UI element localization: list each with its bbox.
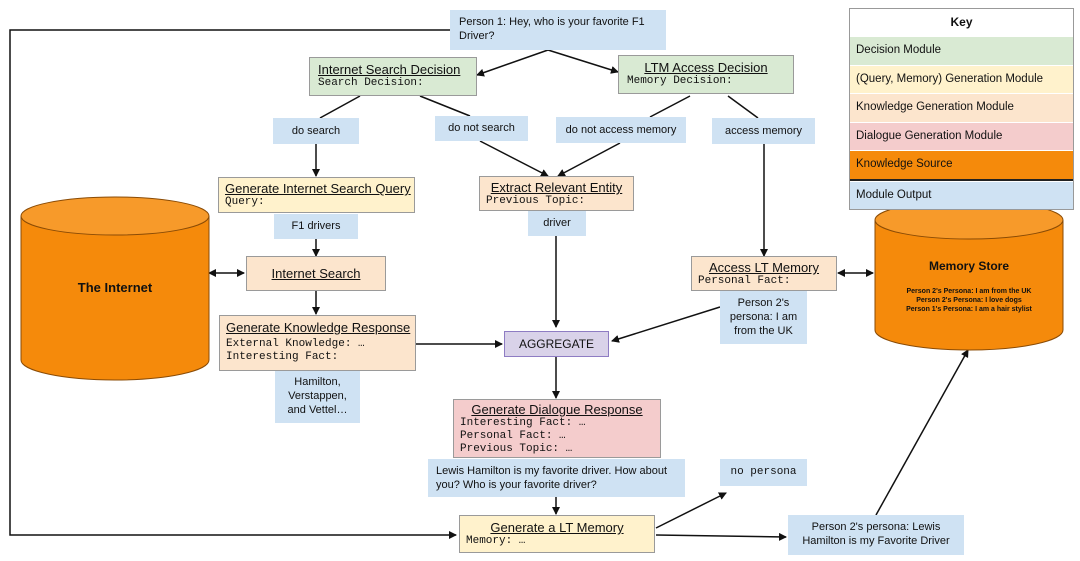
line-ltm-to-access: [727, 95, 759, 119]
new-memory-output: Person 2's persona: Lewis Hamilton is my…: [788, 515, 964, 555]
legend-item-knowledge-generation: Knowledge Generation Module: [850, 93, 1073, 122]
generate-dialogue-module: Generate Dialogue Response Interesting F…: [453, 399, 661, 458]
memory-entry: Person 2's Persona: I am from the UK: [906, 288, 1032, 295]
legend-title: Key: [950, 15, 973, 29]
line-ltm-to-do-not-access: [649, 95, 691, 118]
line-search-to-do-search: [319, 95, 361, 119]
legend-item-knowledge-source: Knowledge Source: [850, 150, 1073, 181]
module-title: Internet Search: [271, 266, 361, 281]
module-field: Memory Decision:: [627, 75, 733, 87]
arrow-input-to-ltm-decision: [547, 49, 619, 74]
arrow-persona-to-aggregate: [611, 306, 721, 343]
module-title: Generate Knowledge Response: [226, 320, 411, 335]
legend-item-dialogue-generation: Dialogue Generation Module: [850, 121, 1073, 150]
module-field: Personal Fact:: [698, 275, 791, 287]
module-field: Interesting Fact: …: [460, 417, 586, 429]
memory-entry: Person 1's Persona: I am a hair stylist: [906, 306, 1032, 313]
internet-search-module: Internet Search: [246, 256, 386, 291]
legend-item-decision: Decision Module: [850, 36, 1073, 65]
arrow-new-memory-to-store: [875, 349, 969, 516]
generate-knowledge-module: Generate Knowledge Response External Kno…: [219, 315, 416, 371]
module-field: Previous Topic:: [486, 195, 586, 207]
generate-search-query-module: Generate Internet Search Query Query:: [218, 177, 415, 213]
extract-entity-module: Extract Relevant Entity Previous Topic:: [479, 176, 634, 211]
memory-store-cylinder: [874, 200, 1064, 351]
persona-output: Person 2's persona: I am from the UK: [720, 291, 807, 344]
input-utterance: Person 1: Hey, who is your favorite F1 D…: [450, 10, 666, 50]
do-not-search-output: do not search: [435, 116, 528, 141]
module-field: Search Decision:: [318, 77, 424, 89]
arrow-do-not-access-to-entity: [557, 142, 621, 177]
entity-output: driver: [528, 211, 586, 236]
legend-item-generation: (Query, Memory) Generation Module: [850, 64, 1073, 93]
memory-entry: Person 2's Persona: I love dogs: [916, 297, 1022, 304]
aggregate-node: AGGREGATE: [504, 331, 609, 357]
module-title: Generate Internet Search Query: [225, 181, 411, 196]
module-field: Memory: …: [466, 535, 526, 547]
access-lt-memory-module: Access LT Memory Personal Fact:: [691, 256, 837, 291]
internet-search-decision-module: Internet Search Decision Search Decision…: [309, 57, 477, 96]
module-title: Generate Dialogue Response: [471, 402, 643, 417]
the-internet-label: The Internet: [77, 280, 153, 295]
arrow-lt-memory-to-no-persona: [655, 492, 727, 529]
module-field: Personal Fact: …: [460, 430, 566, 442]
search-query-output: F1 drivers: [274, 214, 358, 239]
legend: Key Decision Module (Query, Memory) Gene…: [849, 8, 1074, 210]
arrow-lt-memory-to-new-memory: [655, 532, 787, 541]
module-title: Internet Search Decision: [318, 62, 461, 77]
module-title: LTM Access Decision: [644, 60, 768, 75]
the-internet-cylinder: [20, 196, 210, 381]
line-search-to-do-not-search: [419, 95, 471, 117]
dialogue-output: Lewis Hamilton is my favorite driver. Ho…: [428, 459, 685, 497]
generate-lt-memory-module: Generate a LT Memory Memory: …: [459, 515, 655, 553]
do-search-output: do search: [273, 118, 359, 144]
module-field: Previous Topic: …: [460, 443, 573, 455]
module-field: Interesting Fact:: [226, 351, 339, 363]
module-title: Generate a LT Memory: [490, 520, 624, 535]
knowledge-output: Hamilton, Verstappen, and Vettel…: [275, 371, 360, 423]
legend-item-module-output: Module Output: [850, 180, 1073, 209]
arrow-do-not-search-to-entity: [479, 140, 549, 177]
memory-store-entries: Person 2's Persona: I am from the UK Per…: [874, 287, 1064, 314]
ltm-access-decision-module: LTM Access Decision Memory Decision:: [618, 55, 794, 94]
no-persona-output: no persona: [720, 459, 807, 486]
arrow-input-to-lt-memory-loop: [9, 29, 457, 539]
do-not-access-memory-output: do not access memory: [556, 117, 686, 143]
memory-store-label: Memory Store: [928, 259, 1010, 273]
module-title: Extract Relevant Entity: [490, 180, 623, 195]
module-title: Access LT Memory: [708, 260, 820, 275]
module-field: External Knowledge: …: [226, 338, 365, 350]
arrow-input-to-search-decision: [476, 49, 549, 77]
access-memory-output: access memory: [712, 118, 815, 144]
module-field: Query:: [225, 196, 265, 208]
